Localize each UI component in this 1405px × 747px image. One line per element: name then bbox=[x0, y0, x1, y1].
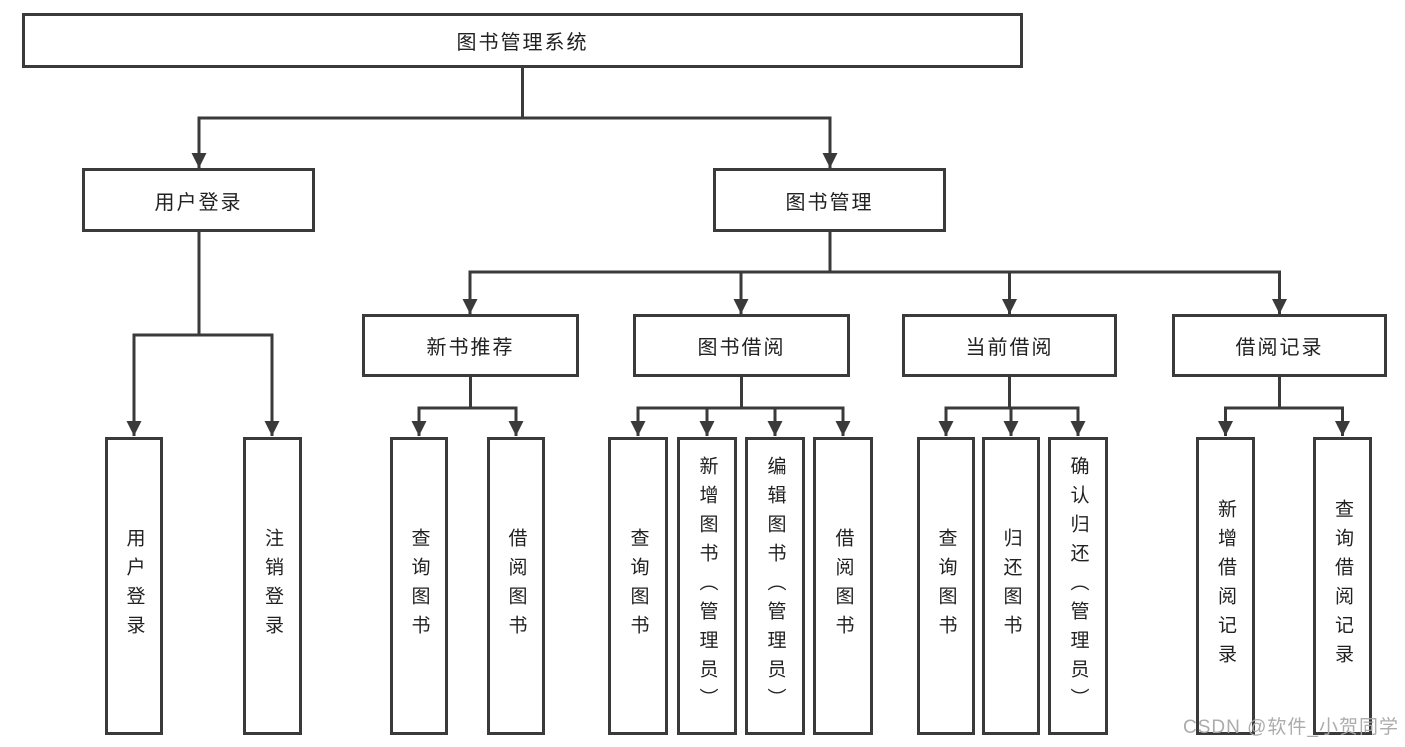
connector-current-borrow bbox=[938, 377, 1086, 436]
node-new-book-recommend-label: 新书推荐 bbox=[426, 337, 515, 359]
node-current-query-books-label: 查询图书 bbox=[935, 528, 957, 644]
node-logout: 注销登录 bbox=[243, 437, 302, 735]
node-add-books-admin-label: 新增图书（管理员） bbox=[696, 455, 718, 717]
csdn-watermark: CSDN @软件_小贺同学 bbox=[1183, 717, 1399, 738]
node-book-borrow: 图书借阅 bbox=[633, 314, 850, 377]
node-borrow-records: 借阅记录 bbox=[1172, 314, 1387, 377]
node-user-login-action: 用户登录 bbox=[105, 437, 163, 735]
node-current-borrow-label: 当前借阅 bbox=[965, 337, 1054, 359]
node-borrow-query-books: 查询图书 bbox=[608, 437, 668, 735]
node-book-borrow-label: 图书借阅 bbox=[697, 337, 786, 359]
node-library-system-label: 图书管理系统 bbox=[456, 32, 589, 54]
connector-user-login bbox=[126, 232, 280, 436]
node-recommend-query-books-label: 查询图书 bbox=[408, 528, 430, 644]
node-query-borrow-record: 查询借阅记录 bbox=[1313, 437, 1372, 735]
node-query-borrow-record-label: 查询借阅记录 bbox=[1332, 499, 1353, 673]
node-current-query-books: 查询图书 bbox=[917, 437, 975, 735]
node-library-system: 图书管理系统 bbox=[22, 13, 1023, 68]
node-return-books-label: 归还图书 bbox=[1000, 528, 1022, 644]
connector-book-management bbox=[462, 232, 1287, 314]
node-recommend-query-books: 查询图书 bbox=[390, 437, 448, 735]
node-recommend-borrow-books-label: 借阅图书 bbox=[505, 528, 527, 644]
node-return-books: 归还图书 bbox=[982, 437, 1040, 735]
node-user-login-label: 用户登录 bbox=[154, 191, 243, 214]
node-confirm-return-admin: 确认归还（管理员） bbox=[1048, 437, 1108, 735]
connector-root bbox=[191, 68, 838, 168]
node-borrow-records-label: 借阅记录 bbox=[1235, 337, 1324, 359]
node-book-management-label: 图书管理 bbox=[785, 191, 874, 214]
node-current-borrow: 当前借阅 bbox=[902, 314, 1117, 377]
node-borrow-books: 借阅图书 bbox=[813, 437, 873, 735]
node-new-book-recommend: 新书推荐 bbox=[362, 314, 579, 377]
node-borrow-books-label: 借阅图书 bbox=[832, 528, 854, 644]
node-confirm-return-admin-label: 确认归还（管理员） bbox=[1067, 455, 1089, 717]
node-borrow-query-books-label: 查询图书 bbox=[627, 528, 649, 644]
node-edit-books-admin-label: 编辑图书（管理员） bbox=[764, 455, 786, 717]
node-edit-books-admin: 编辑图书（管理员） bbox=[745, 437, 805, 735]
node-logout-label: 注销登录 bbox=[262, 528, 283, 644]
node-user-login: 用户登录 bbox=[82, 168, 315, 232]
connector-new-book-recommend bbox=[411, 377, 524, 436]
node-book-management: 图书管理 bbox=[713, 168, 946, 232]
node-add-borrow-record-label: 新增借阅记录 bbox=[1215, 499, 1236, 673]
node-recommend-borrow-books: 借阅图书 bbox=[487, 437, 545, 735]
node-user-login-action-label: 用户登录 bbox=[123, 528, 145, 644]
node-add-books-admin: 新增图书（管理员） bbox=[677, 437, 737, 735]
connector-borrow-records bbox=[1218, 377, 1350, 436]
connector-book-borrow bbox=[630, 377, 851, 436]
node-add-borrow-record: 新增借阅记录 bbox=[1196, 437, 1255, 735]
